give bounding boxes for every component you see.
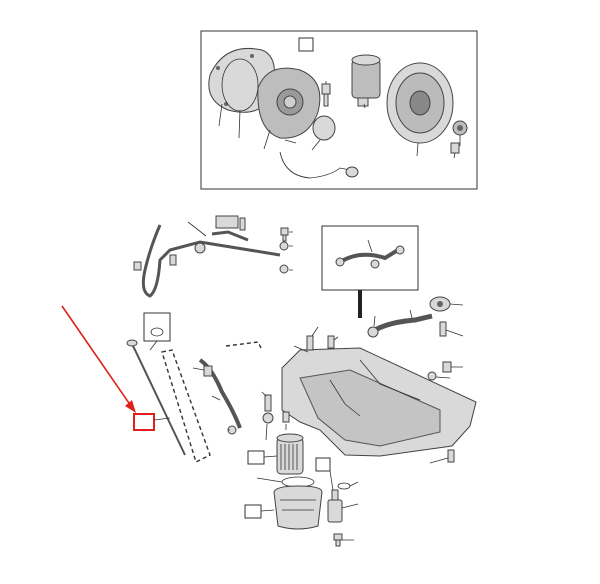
plug-27 [442, 361, 452, 373]
bolt-45 [333, 533, 343, 547]
oil-pan [281, 347, 477, 457]
bolt-22 [280, 227, 289, 242]
bolt-29 [306, 335, 314, 351]
13a-leader [149, 340, 158, 351]
inset-13a-frame [143, 312, 171, 342]
oil-pipe-18 [141, 224, 281, 298]
hose-31 [373, 313, 433, 333]
pulley-8 [386, 62, 454, 144]
box-33 [247, 450, 265, 465]
bolt-17 [169, 254, 177, 266]
pump-body [257, 67, 321, 139]
clamp-29b-right [395, 245, 405, 255]
sleeve-4 [312, 115, 336, 141]
bolt-6 [321, 83, 331, 107]
bolt-15 [327, 335, 335, 349]
sensor-43 [327, 489, 343, 523]
red-arrow-head [125, 400, 136, 413]
washer-42 [262, 412, 274, 424]
clip-20 [215, 215, 239, 229]
hose-29 [338, 248, 400, 264]
top-assembly-frame [200, 30, 478, 190]
bolt-25 [439, 321, 447, 337]
top-leader-lines [218, 81, 461, 159]
bolt-21 [239, 217, 246, 231]
rotor-7 [351, 54, 381, 107]
seal-44 [337, 482, 351, 490]
clip-38 [203, 365, 213, 377]
bottom-leader-lines [192, 303, 464, 541]
fitting-19 [194, 242, 206, 254]
plug-41 [282, 411, 290, 423]
box-32 [244, 504, 262, 519]
box-26 [315, 457, 331, 472]
inset-leader [367, 239, 373, 253]
top-box-label-frame [298, 37, 314, 52]
flange-24 [429, 296, 451, 312]
inset-pointer [358, 290, 362, 318]
dipstick-guide-dashed [161, 349, 211, 463]
tube-dashed [225, 341, 263, 351]
nut-9 [452, 120, 468, 136]
bolt-35 [447, 449, 455, 463]
o-ring-13a [150, 327, 164, 337]
highlight-box-13 [133, 413, 155, 431]
clamp-29c [370, 259, 380, 269]
red-arrow-shaft [61, 305, 132, 407]
bolt-36 [264, 394, 272, 412]
oil-filter-33 [276, 433, 304, 475]
clamp-29b-left [335, 257, 345, 267]
middle-leader-lines [187, 221, 293, 271]
washer-23b [279, 264, 289, 274]
pipe-end-11 [345, 166, 359, 178]
washer-28 [427, 371, 437, 381]
bolt-10 [450, 142, 460, 154]
dipstick-13 [126, 339, 186, 456]
filter-housing-32 [273, 485, 323, 530]
clamp-30 [367, 326, 379, 338]
bolt-16 [133, 261, 142, 271]
pipe-11 [279, 151, 351, 179]
washer-23 [279, 241, 289, 251]
inset-29-frame [321, 225, 419, 291]
